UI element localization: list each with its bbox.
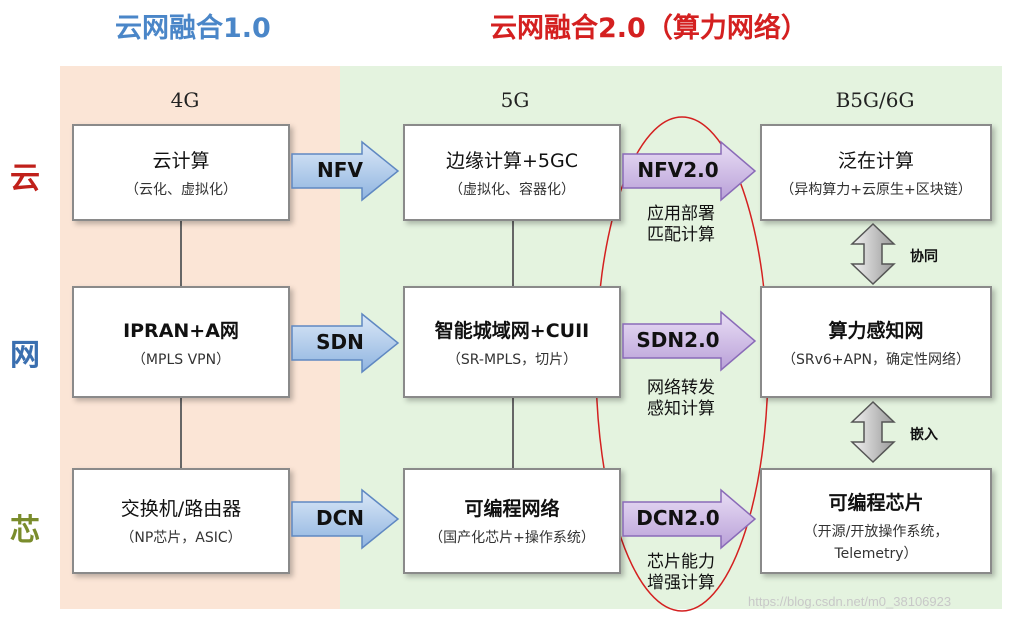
arrow-dcn: DCN: [290, 488, 402, 550]
note-line: 应用部署: [647, 204, 715, 224]
box-title: 智能城域网+CUII: [434, 320, 590, 342]
row-label-cloud: 云: [10, 161, 40, 196]
box-ubiquitous-computing: 泛在计算 （异构算力+云原生+区块链）: [760, 124, 992, 221]
box-programmable-network: 可编程网络 （国产化芯片+操作系统）: [403, 468, 621, 574]
note-nfv2: 应用部署 匹配计算: [626, 204, 736, 246]
box-title: 可编程网络: [464, 498, 560, 520]
box-subtitle: （虚拟化、容器化）: [449, 182, 575, 198]
note-sdn2: 网络转发 感知计算: [626, 378, 736, 420]
header-cloud-network-1: 云网融合1.0: [115, 13, 271, 44]
box-ipran: IPRAN+A网 （MPLS VPN）: [72, 286, 290, 398]
box-edge-computing: 边缘计算+5GC （虚拟化、容器化）: [403, 124, 621, 221]
box-smart-metro-network: 智能城域网+CUII （SR-MPLS，切片）: [403, 286, 621, 398]
arrow-label: DCN: [315, 506, 365, 530]
note-line: 网络转发: [647, 378, 715, 398]
gen-b5g-6g-label: B5G/6G: [835, 88, 915, 112]
box-title: 交换机/路由器: [120, 498, 242, 520]
box-subtitle: （异构算力+云原生+区块链）: [780, 182, 972, 198]
box-subtitle: （SR-MPLS，切片）: [446, 352, 578, 368]
box-compute-aware-network: 算力感知网 （SRv6+APN，确定性网络）: [760, 286, 992, 398]
arrow-nfv2: NFV2.0: [621, 140, 759, 202]
gen-4g-label: 4G: [170, 88, 200, 112]
arrow-nfv: NFV: [290, 140, 402, 202]
box-title: 泛在计算: [837, 150, 914, 172]
box-subtitle-line2: Telemetry）: [834, 546, 918, 562]
box-subtitle: （SRv6+APN，确定性网络）: [781, 352, 971, 368]
double-arrow-collab-icon: [850, 222, 896, 286]
box-subtitle: （国产化芯片+操作系统）: [429, 530, 595, 546]
box-cloud-computing: 云计算 （云化、虚拟化）: [72, 124, 290, 221]
box-title: 可编程芯片: [828, 492, 924, 514]
connector-5g-top: [512, 220, 514, 288]
box-subtitle: （NP芯片，ASIC）: [120, 530, 242, 546]
box-subtitle: （MPLS VPN）: [131, 352, 231, 368]
note-dcn2: 芯片能力 增强计算: [626, 552, 736, 594]
connector-5g-bottom: [512, 397, 514, 469]
note-line: 增强计算: [647, 573, 715, 593]
box-subtitle-line1: （开源/开放操作系统，: [803, 524, 949, 540]
arrow-label: SDN: [316, 330, 364, 354]
arrow-sdn: SDN: [290, 312, 402, 374]
row-label-network: 网: [10, 338, 40, 373]
arrow-label: SDN2.0: [636, 328, 720, 352]
connector-4g-bottom: [180, 397, 182, 469]
arrow-dcn2: DCN2.0: [621, 488, 759, 550]
box-subtitle: （云化、虚拟化）: [125, 182, 237, 198]
box-title: 云计算: [152, 150, 210, 172]
link-label-collab: 协同: [910, 249, 938, 265]
row-label-chip: 芯: [10, 513, 40, 548]
connector-4g-top: [180, 220, 182, 288]
box-programmable-chip: 可编程芯片 （开源/开放操作系统， Telemetry）: [760, 468, 992, 574]
note-line: 感知计算: [647, 399, 715, 419]
note-line: 芯片能力: [647, 552, 715, 572]
note-line: 匹配计算: [647, 225, 715, 245]
arrow-label: NFV: [317, 158, 363, 182]
arrow-label: DCN2.0: [636, 506, 720, 530]
arrow-sdn2: SDN2.0: [621, 310, 759, 372]
box-title: 边缘计算+5GC: [446, 150, 578, 172]
box-title: 算力感知网: [828, 320, 924, 342]
box-title: IPRAN+A网: [123, 320, 239, 342]
watermark-text: https://blog.csdn.net/m0_38106923: [748, 594, 952, 609]
double-arrow-embed-icon: [850, 400, 896, 464]
arrow-label: NFV2.0: [637, 158, 719, 182]
link-label-embed: 嵌入: [910, 427, 938, 443]
box-switch-router: 交换机/路由器 （NP芯片，ASIC）: [72, 468, 290, 574]
header-cloud-network-2: 云网融合2.0（算力网络）: [490, 13, 808, 44]
gen-5g-label: 5G: [500, 88, 530, 112]
